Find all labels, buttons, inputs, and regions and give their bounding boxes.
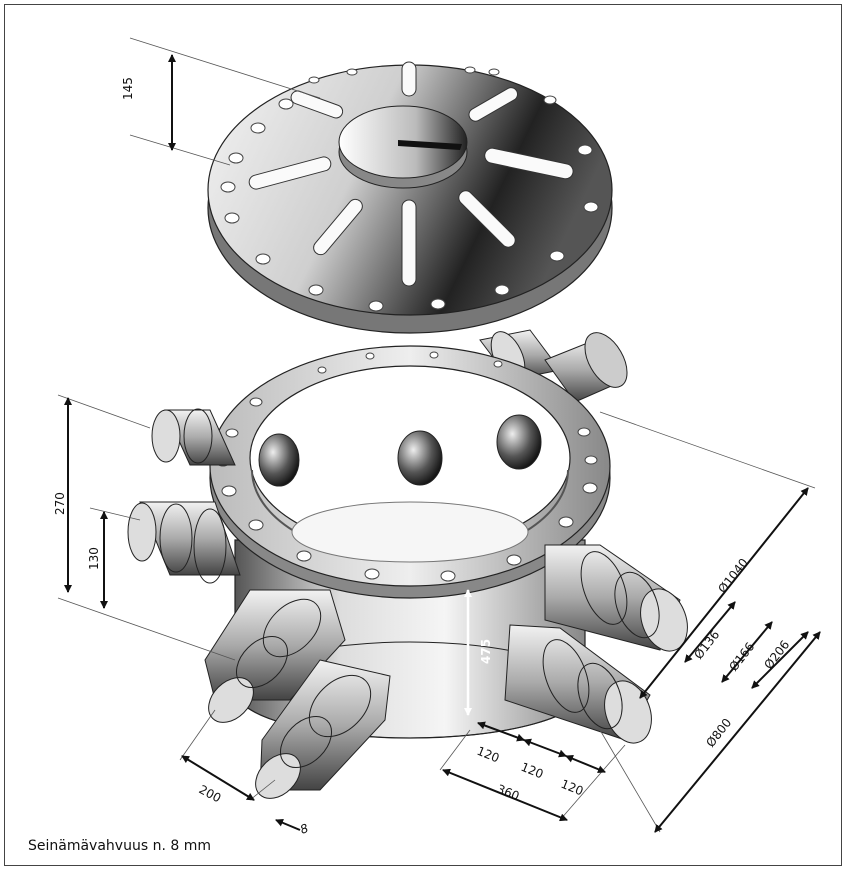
- drawing-frame: [4, 4, 842, 866]
- dimension-arrows: [64, 54, 821, 833]
- body-height-label: 475: [479, 639, 493, 664]
- body-diameter-arrow: [654, 631, 821, 833]
- lid-height-label: 145: [121, 77, 135, 100]
- spacing-c-label: 120: [559, 777, 585, 799]
- pipe-height-label: 130: [87, 547, 101, 570]
- body-diameter-label: Ø800: [703, 716, 734, 750]
- flange-diameter-label: Ø1040: [715, 556, 751, 596]
- wall-thickness-caption: Seinämävahvuus n. 8 mm: [28, 838, 211, 854]
- back-pipes: [479, 329, 628, 403]
- lid: [207, 61, 613, 334]
- spacing-a-label: 120: [475, 744, 501, 766]
- stub-length-label: 200: [197, 782, 224, 805]
- spacing-b-arrow: [523, 738, 567, 758]
- front-left-pipes: [204, 589, 391, 799]
- pipe-d2-label: Ø166: [726, 640, 757, 674]
- lid-bolt-holes: [220, 66, 599, 312]
- spacing-total-arrow: [442, 768, 568, 822]
- pipe-d3-label: Ø206: [761, 638, 792, 672]
- total-height-label: 270: [53, 492, 67, 515]
- spacing-c-arrow: [565, 754, 606, 774]
- body: [209, 345, 611, 739]
- wall-thickness-arrow: [275, 819, 301, 831]
- extension-lines: [57, 37, 816, 833]
- spacing-b-label: 120: [519, 760, 545, 782]
- wall-thickness-label: 8: [298, 821, 310, 837]
- left-pipes: [127, 408, 241, 584]
- spacing-total-label: 360: [495, 782, 521, 804]
- stub-length-arrow: [181, 755, 255, 801]
- spacing-a-arrow: [477, 721, 525, 742]
- pipe-d1-label: Ø136: [691, 628, 722, 662]
